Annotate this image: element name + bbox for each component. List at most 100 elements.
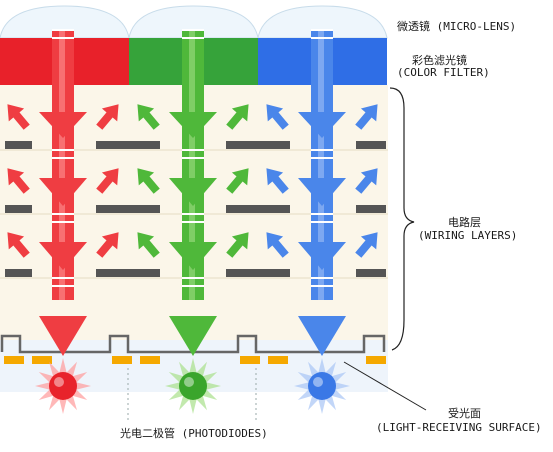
- main-arrow-head: [169, 316, 217, 356]
- main-arrow-head: [298, 178, 346, 206]
- photodiode-pad: [240, 356, 260, 364]
- micro-lens-red: [0, 5, 130, 39]
- main-arrow-head: [39, 178, 87, 206]
- reflected-arrow-red-shape: [96, 232, 119, 258]
- photodiode-pad: [4, 356, 24, 364]
- photodiode-pad: [112, 356, 132, 364]
- wiring-bar: [5, 269, 32, 277]
- glow-highlight: [54, 377, 64, 387]
- reflected-arrow-red-shape: [7, 104, 30, 130]
- reflected-arrow-red: [96, 232, 119, 258]
- main-arrow-head: [298, 112, 346, 138]
- reflected-arrow-green: [137, 232, 160, 258]
- photodiode-pad: [366, 356, 386, 364]
- main-arrow-head: [298, 316, 346, 356]
- reflected-arrow-red: [7, 168, 30, 194]
- photodiodes-label: 光电二极管 (PHOTODIODES): [120, 427, 268, 440]
- glow-highlight: [184, 377, 194, 387]
- reflected-arrow-green-shape: [137, 104, 160, 130]
- wiring-bar: [226, 205, 290, 213]
- reflected-arrow-blue-shape: [266, 168, 289, 194]
- wiring-bar: [96, 269, 160, 277]
- main-arrow-head: [169, 242, 217, 270]
- main-arrow-highlight: [59, 30, 65, 300]
- reflected-arrow-red: [7, 232, 30, 258]
- main-arrow-head: [39, 242, 87, 270]
- reflected-arrow-green: [226, 232, 249, 258]
- photodiode-glow-green: [165, 358, 221, 414]
- wiring-bar: [96, 141, 160, 149]
- light-receiving-surface-label-cn: 受光面: [448, 407, 481, 420]
- wiring-layers: [5, 141, 386, 277]
- reflected-arrow-blue-shape: [355, 232, 378, 258]
- main-arrow-head: [39, 316, 87, 356]
- reflected-arrow-green-shape: [137, 168, 160, 194]
- reflected-arrow-green: [226, 104, 249, 130]
- main-arrow-highlight: [189, 30, 195, 300]
- reflected-arrow-green: [137, 104, 160, 130]
- wiring-brace: [389, 87, 415, 351]
- wiring-bar: [226, 269, 290, 277]
- color-filter-label-cn: 彩色滤光镜: [412, 54, 467, 67]
- photodiode-glows: [35, 358, 350, 414]
- micro-lens-blue: [257, 5, 388, 39]
- reflected-arrow-red-shape: [96, 104, 119, 130]
- photodiode-pad: [268, 356, 288, 364]
- wiring-bar: [356, 269, 386, 277]
- surface-pointer-line: [343, 361, 427, 411]
- main-arrow-red: [39, 29, 87, 356]
- reflected-arrow-blue: [266, 104, 289, 130]
- reflected-arrow-red: [7, 104, 30, 130]
- reflected-arrow-blue-shape: [266, 104, 289, 130]
- main-arrow-head: [169, 178, 217, 206]
- reflected-arrow-green: [226, 168, 249, 194]
- wiring-bar: [5, 141, 32, 149]
- glow-core: [179, 372, 207, 400]
- reflected-arrow-green-shape: [226, 104, 249, 130]
- main-arrow-green: [169, 29, 217, 356]
- wiring-bar: [356, 205, 386, 213]
- reflected-arrows: [7, 104, 378, 258]
- photodiode-pad: [32, 356, 52, 364]
- photodiode-glow-red: [35, 358, 91, 414]
- micro-lens-label: 微透镜 (MICRO-LENS): [397, 20, 517, 33]
- wiring-bar: [356, 141, 386, 149]
- reflected-arrow-red-shape: [7, 232, 30, 258]
- light-receiving-surface-label-en: (LIGHT-RECEIVING SURFACE): [376, 421, 542, 434]
- photodiode-glow-blue: [294, 358, 350, 414]
- glow-core: [49, 372, 77, 400]
- reflected-arrow-green: [137, 168, 160, 194]
- wiring-bar: [5, 205, 32, 213]
- light-receiving-surface: [0, 334, 386, 420]
- wiring-bar: [226, 141, 290, 149]
- main-arrow-highlight: [318, 30, 324, 300]
- reflected-arrow-green-shape: [226, 168, 249, 194]
- main-arrow-blue: [298, 29, 346, 356]
- main-arrow-head: [298, 242, 346, 270]
- reflected-arrow-green-shape: [137, 232, 160, 258]
- photodiode-pad: [140, 356, 160, 364]
- reflected-arrow-red: [96, 168, 119, 194]
- wiring-bar: [96, 205, 160, 213]
- reflected-arrow-red-shape: [96, 168, 119, 194]
- micro-lens-layer: [0, 5, 388, 39]
- wiring-brace-curve: [389, 87, 415, 351]
- wiring-layers-label-cn: 电路层: [448, 216, 481, 229]
- reflected-arrow-blue: [355, 232, 378, 258]
- reflected-arrow-blue: [355, 168, 378, 194]
- reflected-arrow-blue-shape: [355, 168, 378, 194]
- reflected-arrow-red: [96, 104, 119, 130]
- color-filter-label-en: (COLOR FILTER): [397, 66, 490, 79]
- glow-core: [308, 372, 336, 400]
- reflected-arrow-blue-shape: [266, 232, 289, 258]
- glow-highlight: [313, 377, 323, 387]
- surface-trace: [0, 334, 386, 354]
- wiring-layers-label-en: (WIRING LAYERS): [418, 229, 518, 242]
- reflected-arrow-blue: [266, 168, 289, 194]
- reflected-arrow-red-shape: [7, 168, 30, 194]
- main-arrow-head: [169, 112, 217, 138]
- reflected-arrow-blue: [266, 232, 289, 258]
- reflected-arrow-blue: [355, 104, 378, 130]
- reflected-arrow-green-shape: [226, 232, 249, 258]
